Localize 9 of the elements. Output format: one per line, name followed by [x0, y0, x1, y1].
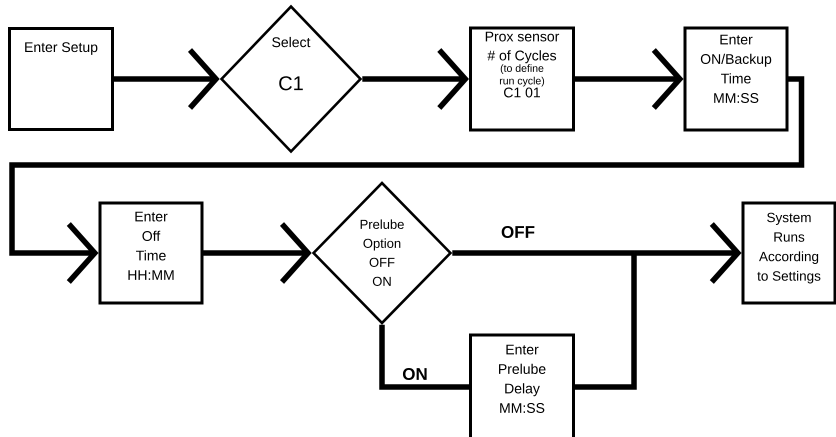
- process-box: System Runs According to Settings: [742, 202, 836, 304]
- process-box: Prox sensor # of Cycles (to define run cycle) C1 01: [469, 26, 575, 132]
- process-box: Enter Prelube Delay MM:SS: [469, 334, 575, 437]
- process-box: Enter Setup: [8, 27, 114, 131]
- edge-label: OFF: [500, 225, 536, 240]
- arrow: [9, 76, 804, 284]
- edge-label: ON: [401, 366, 429, 382]
- process-box: Enter Off Time HH:MM: [98, 202, 204, 304]
- process-box: Enter ON/Backup Time MM:SS: [684, 26, 788, 132]
